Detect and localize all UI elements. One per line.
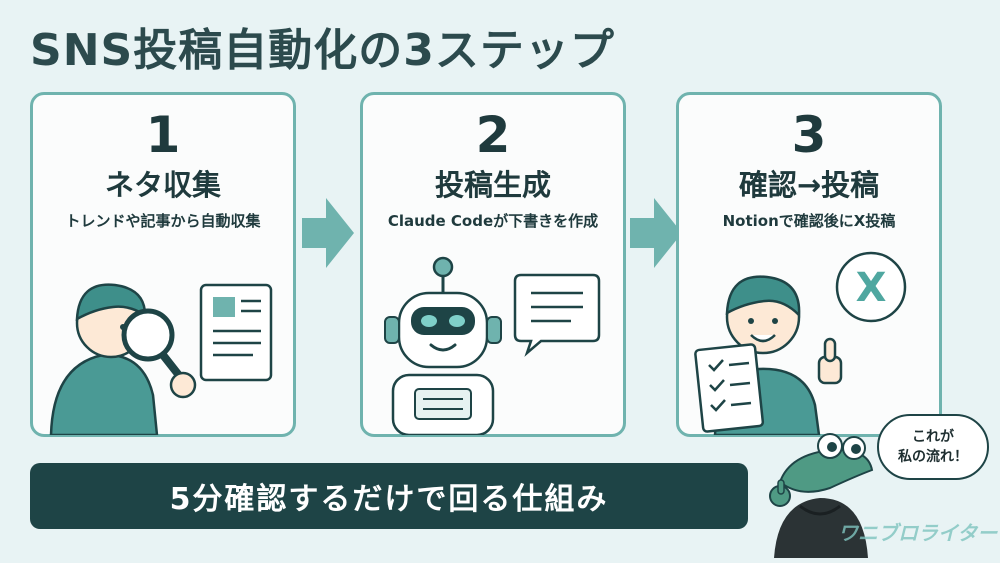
crocodile-mascot-icon	[769, 433, 874, 558]
step-number: 1	[145, 106, 181, 164]
summary-banner: 5分確認するだけで回る仕組み	[30, 463, 748, 529]
reviewer-illustration: X	[694, 251, 907, 435]
arrow-right-icon	[630, 198, 682, 268]
speech-line-1: これが	[912, 429, 954, 445]
step-card-1: 1 ネタ収集 トレンドや記事から自動収集	[30, 92, 296, 437]
step-description: Claude Codeが下書きを作成	[387, 212, 599, 230]
step-number: 2	[475, 106, 511, 164]
x-logo-icon: X	[856, 265, 887, 311]
robot-illustration	[384, 256, 601, 435]
step-card-2: 2 投稿生成 Claude Codeが下書きを作成	[360, 92, 626, 437]
step-heading: ネタ収集	[104, 168, 221, 202]
arrow-right-icon	[302, 198, 354, 268]
researcher-illustration	[49, 283, 273, 435]
step-description: トレンドや記事から自動収集	[65, 212, 261, 230]
page-title: SNS投稿自動化の3ステップ	[30, 25, 615, 76]
speech-line-2: 私の流れ！	[898, 449, 968, 465]
step-heading: 確認→投稿	[738, 168, 880, 202]
step-heading: 投稿生成	[434, 168, 551, 202]
brand-logo: ワニブロライター	[838, 521, 998, 545]
step-description: Notionで確認後にX投稿	[722, 212, 896, 230]
step-number: 3	[791, 106, 827, 164]
speech-bubble: これが 私の流れ！	[877, 414, 989, 480]
step-card-3: 3 確認→投稿 Notionで確認後にX投稿 X	[676, 92, 942, 437]
